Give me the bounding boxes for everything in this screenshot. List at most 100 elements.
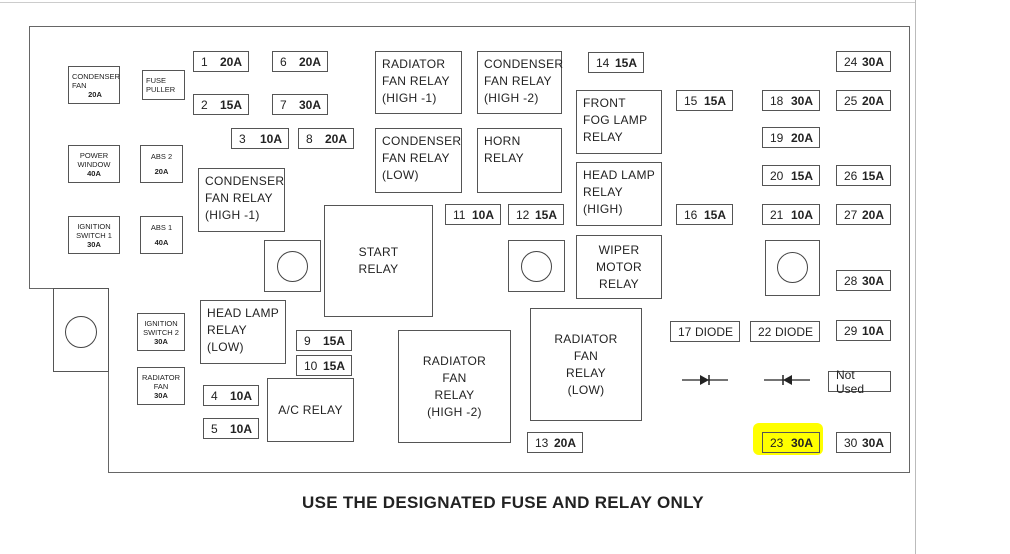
relay-label: MOTOR bbox=[596, 259, 642, 274]
relay-label: FAN RELAY bbox=[205, 191, 273, 205]
relay-label: RELAY bbox=[358, 262, 399, 276]
relay-label: FAN bbox=[442, 370, 467, 385]
relay-label: RELAY bbox=[599, 276, 639, 291]
fuse-number: 24 bbox=[844, 54, 858, 69]
relay-horn: HORN RELAY bbox=[477, 128, 562, 193]
fuse-amp: 10A bbox=[471, 207, 494, 222]
fuse-amp: 10A bbox=[229, 421, 252, 436]
fuse-5: 5 10A bbox=[203, 418, 259, 439]
fuse-amp: DIODE bbox=[774, 324, 813, 339]
caption-notice: USE THE DESIGNATED FUSE AND RELAY ONLY bbox=[302, 493, 704, 512]
relay-label: CONDENSER bbox=[205, 174, 285, 188]
page-right-border bbox=[915, 0, 916, 554]
fuse-number: 27 bbox=[844, 207, 858, 222]
amp-rating: 20A bbox=[154, 167, 169, 176]
label: WINDOW bbox=[77, 159, 111, 169]
mounting-hole-3 bbox=[777, 252, 808, 283]
fuse-number: 7 bbox=[280, 97, 287, 112]
relay-label: HORN bbox=[484, 134, 521, 148]
fuse-number: 11 bbox=[453, 207, 466, 222]
relay-label: (HIGH) bbox=[583, 202, 623, 216]
fuse-amp: 15A bbox=[861, 168, 884, 183]
relay-label: WIPER bbox=[598, 242, 640, 257]
fuse-number: 3 bbox=[239, 131, 246, 146]
not-used-slot: Not Used bbox=[828, 368, 891, 396]
fuse-number: 1 bbox=[201, 54, 208, 69]
relay-label: (LOW) bbox=[567, 382, 605, 397]
label: FUSE bbox=[146, 76, 167, 85]
fuse-power-window: POWER WINDOW 40A bbox=[68, 145, 120, 183]
relay-wiper-motor: WIPER MOTOR RELAY bbox=[576, 235, 662, 299]
relay-radiator-fan-low: RADIATOR FAN RELAY (LOW) bbox=[530, 308, 642, 421]
relay-label: (HIGH -2) bbox=[484, 91, 539, 105]
relay-start: START RELAY bbox=[324, 205, 433, 317]
fuse-amp: 30A bbox=[298, 97, 321, 112]
relay-radiator-fan-high-1: RADIATOR FAN RELAY (HIGH -1) bbox=[375, 51, 462, 114]
fuse-number: 10 bbox=[304, 358, 318, 373]
fuse-amp: 30A bbox=[861, 273, 884, 288]
relay-ac: A/C RELAY bbox=[267, 378, 354, 442]
relay-label: (LOW) bbox=[382, 168, 419, 182]
fuse-amp: DIODE bbox=[694, 324, 733, 339]
fuse-number: 9 bbox=[304, 333, 311, 348]
fuse-amp: 20A bbox=[553, 435, 576, 450]
fuse-number: 29 bbox=[844, 323, 858, 338]
fuse-amp: 15A bbox=[614, 55, 637, 70]
fuse-7: 7 30A bbox=[272, 94, 328, 115]
relay-label: RADIATOR bbox=[422, 353, 487, 368]
fuse-number: 28 bbox=[844, 273, 858, 288]
fuse-abs1: ABS 1 40A bbox=[140, 216, 183, 254]
amp-rating: 30A bbox=[154, 390, 168, 400]
panel-outline-left-lower bbox=[108, 288, 109, 472]
fuse-number: 5 bbox=[211, 421, 218, 436]
fuse-number: 15 bbox=[684, 93, 698, 108]
fuse-amp: 20A bbox=[861, 93, 884, 108]
label: SWITCH 2 bbox=[143, 327, 179, 337]
fuse-ignition-switch-2: IGNITION SWITCH 2 30A bbox=[137, 313, 185, 351]
relay-label: FAN RELAY bbox=[382, 74, 450, 88]
label: IGNITION bbox=[144, 318, 178, 328]
fuse-amp: 15A bbox=[703, 93, 726, 108]
fuse-amp: 15A bbox=[790, 168, 813, 183]
relay-label: FAN RELAY bbox=[484, 74, 552, 88]
fuse-abs2: ABS 2 20A bbox=[140, 145, 183, 183]
fuse-amp: 15A bbox=[219, 97, 242, 112]
label: PULLER bbox=[146, 85, 176, 94]
fuse-amp: 15A bbox=[534, 207, 557, 222]
amp-rating: 20A bbox=[88, 89, 102, 99]
fuse-radiator-fan: RADIATOR FAN 30A bbox=[137, 367, 185, 405]
fuse-puller: FUSE PULLER bbox=[142, 70, 185, 100]
fuse-ignition-switch-1: IGNITION SWITCH 1 30A bbox=[68, 216, 120, 254]
diode-17-symbol bbox=[682, 375, 728, 385]
label: IGNITION bbox=[77, 221, 111, 231]
fuse-number: 26 bbox=[844, 168, 858, 183]
relay-radiator-fan-high-2: RADIATOR FAN RELAY (HIGH -2) bbox=[398, 330, 511, 443]
fuse-amp: 10A bbox=[229, 388, 252, 403]
fuse-amp: 10A bbox=[861, 323, 884, 338]
relay-head-lamp-high: HEAD LAMP RELAY (HIGH) bbox=[576, 162, 662, 226]
relay-label: HEAD LAMP bbox=[207, 306, 280, 320]
relay-label: RADIATOR bbox=[382, 57, 446, 71]
amp-rating: 40A bbox=[154, 238, 169, 247]
panel-outline-left-upper bbox=[29, 26, 30, 288]
fuse-number: 13 bbox=[535, 435, 549, 450]
fuse-number: 6 bbox=[280, 54, 287, 69]
relay-label: CONDENSER bbox=[382, 134, 462, 148]
relay-label: RELAY bbox=[566, 365, 606, 380]
fuse-amp: 15A bbox=[322, 358, 345, 373]
relay-condenser-fan-high-1: CONDENSER FAN RELAY (HIGH -1) bbox=[198, 168, 285, 232]
relay-front-fog-lamp: FRONT FOG LAMP RELAY bbox=[576, 90, 662, 154]
fuse-number: 22 bbox=[758, 324, 772, 339]
relay-label: RELAY bbox=[207, 323, 247, 337]
fuse-number: 25 bbox=[844, 93, 858, 108]
relay-label: (HIGH -1) bbox=[205, 208, 260, 222]
fuse-number: 12 bbox=[516, 207, 530, 222]
